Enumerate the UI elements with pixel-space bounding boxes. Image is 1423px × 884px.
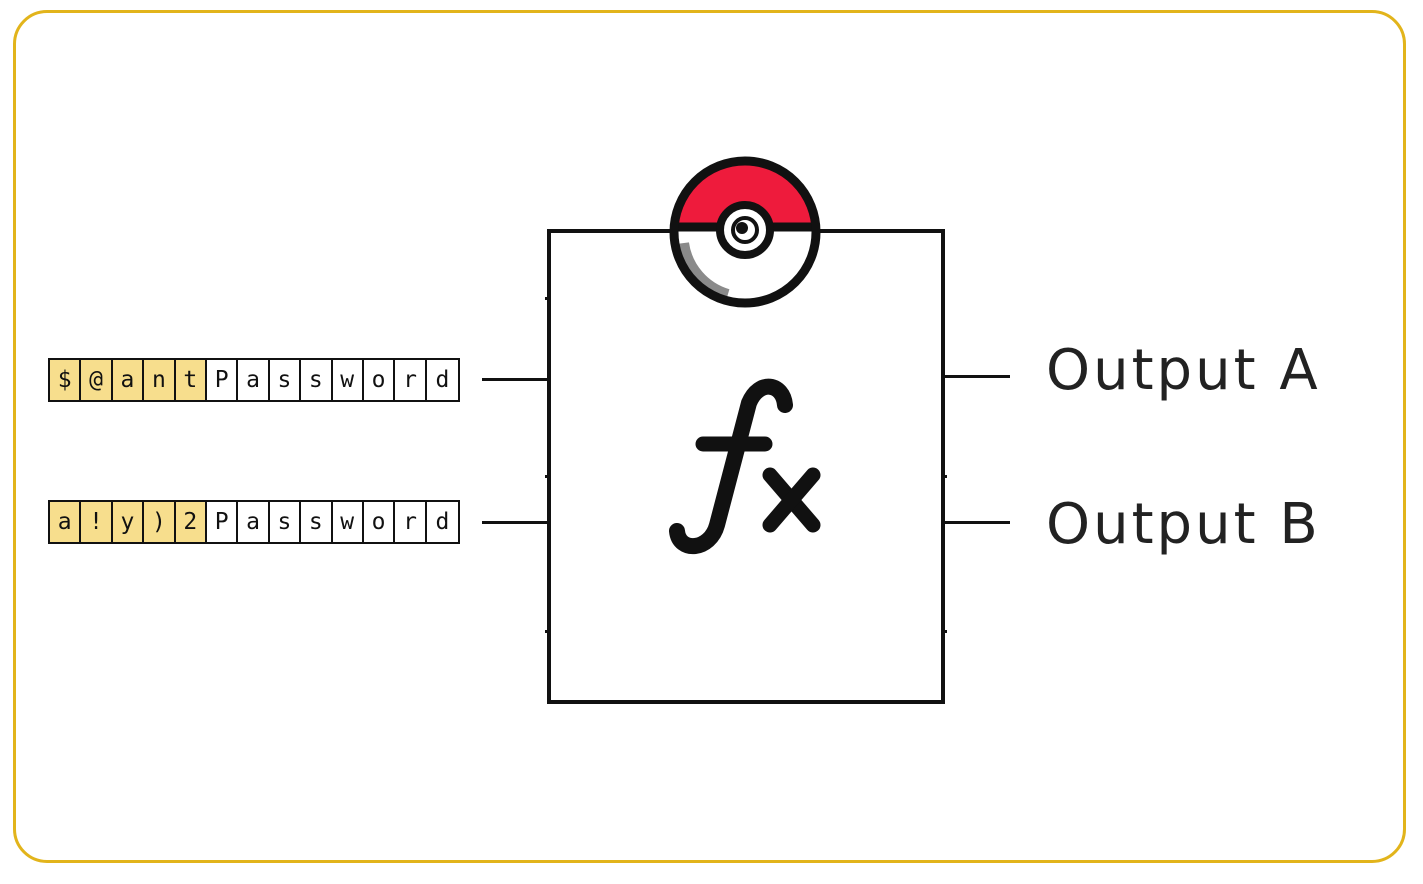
- salt-char: @: [81, 360, 113, 400]
- output-a-label: Output A: [1046, 338, 1321, 403]
- salt-char: ): [144, 502, 176, 542]
- password-char: r: [395, 502, 427, 542]
- box-tick: [545, 297, 551, 300]
- password-char: d: [426, 360, 459, 400]
- box-tick: [941, 475, 947, 478]
- output-b-label: Output B: [1046, 492, 1321, 557]
- password-char: P: [206, 502, 239, 542]
- salt-char: $: [50, 360, 82, 400]
- password-char: w: [332, 360, 364, 400]
- input-wire-2: [482, 521, 549, 524]
- password-char: s: [269, 360, 302, 400]
- password-char: a: [238, 502, 270, 542]
- salted-input-1: $ @ a n t P a s s w o r d: [48, 358, 461, 402]
- box-tick: [545, 475, 551, 478]
- box-tick: [545, 630, 551, 633]
- password-char: s: [301, 502, 333, 542]
- password-char: w: [332, 502, 364, 542]
- output-wire-a: [945, 375, 1010, 378]
- salt-char: 2: [175, 502, 207, 542]
- pokeball-icon: [669, 156, 821, 308]
- function-symbol-icon: fx: [669, 378, 821, 555]
- salted-input-2: a ! y ) 2 P a s s w o r d: [48, 500, 461, 544]
- function-box: [547, 229, 945, 704]
- password-char: s: [301, 360, 333, 400]
- password-char: d: [426, 502, 459, 542]
- salt-char: n: [144, 360, 176, 400]
- password-char: o: [363, 360, 396, 400]
- input-wire-1: [482, 378, 549, 381]
- function-f-glyph: [669, 378, 793, 555]
- password-char: a: [238, 360, 270, 400]
- password-char: s: [269, 502, 302, 542]
- salt-char: a: [50, 502, 82, 542]
- salt-char: a: [112, 360, 145, 400]
- password-char: P: [206, 360, 239, 400]
- password-char: r: [395, 360, 427, 400]
- output-wire-b: [945, 521, 1010, 524]
- function-x-glyph-stroke2: [762, 467, 821, 533]
- salt-char: y: [112, 502, 145, 542]
- box-tick: [941, 630, 947, 633]
- salt-char: !: [81, 502, 113, 542]
- salt-char: t: [175, 360, 207, 400]
- password-char: o: [363, 502, 396, 542]
